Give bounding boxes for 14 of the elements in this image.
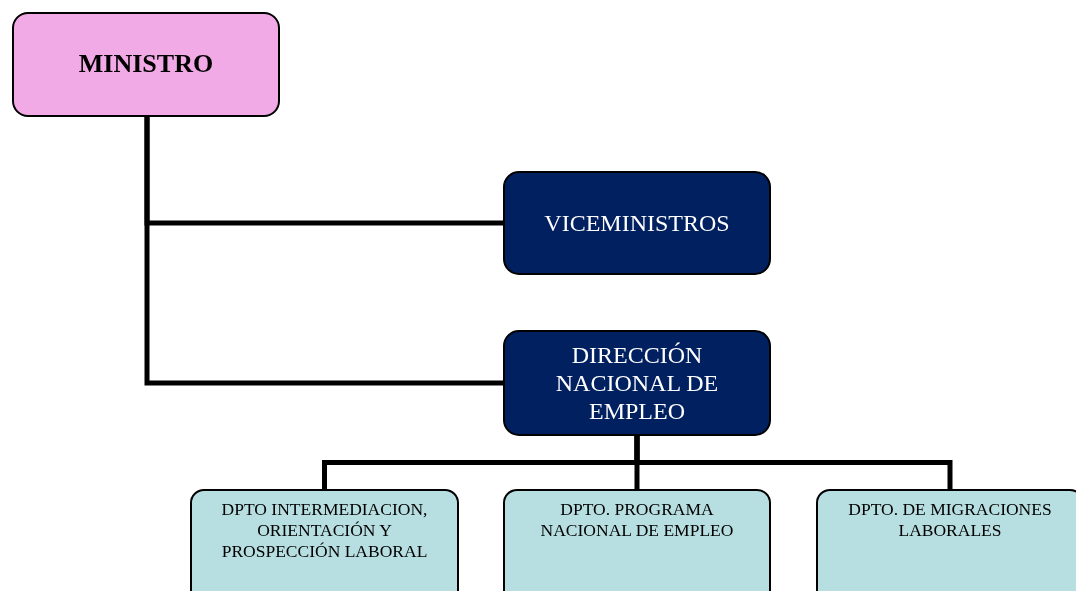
org-box bbox=[12, 12, 280, 117]
org-box bbox=[503, 171, 771, 275]
box-label: DPTO. DE MIGRACIONES LABORALES bbox=[847, 499, 1053, 541]
org-box bbox=[190, 489, 459, 591]
org-box bbox=[503, 489, 771, 591]
box-label: DIRECCIÓN NACIONAL DE EMPLEO bbox=[554, 340, 720, 426]
connector-line bbox=[634, 436, 953, 489]
org-box bbox=[816, 489, 1076, 591]
box-label: VICEMINISTROS bbox=[544, 208, 730, 238]
box-label: DPTO. PROGRAMA NACIONAL DE EMPLEO bbox=[539, 499, 735, 541]
org-box bbox=[503, 330, 771, 436]
box-label: MINISTRO bbox=[78, 49, 214, 80]
box-label: DPTO INTERMEDIACION, ORIENTACIÓN Y PROSPECCIÓN LABORAL bbox=[220, 499, 429, 562]
connector-line bbox=[144, 117, 503, 386]
